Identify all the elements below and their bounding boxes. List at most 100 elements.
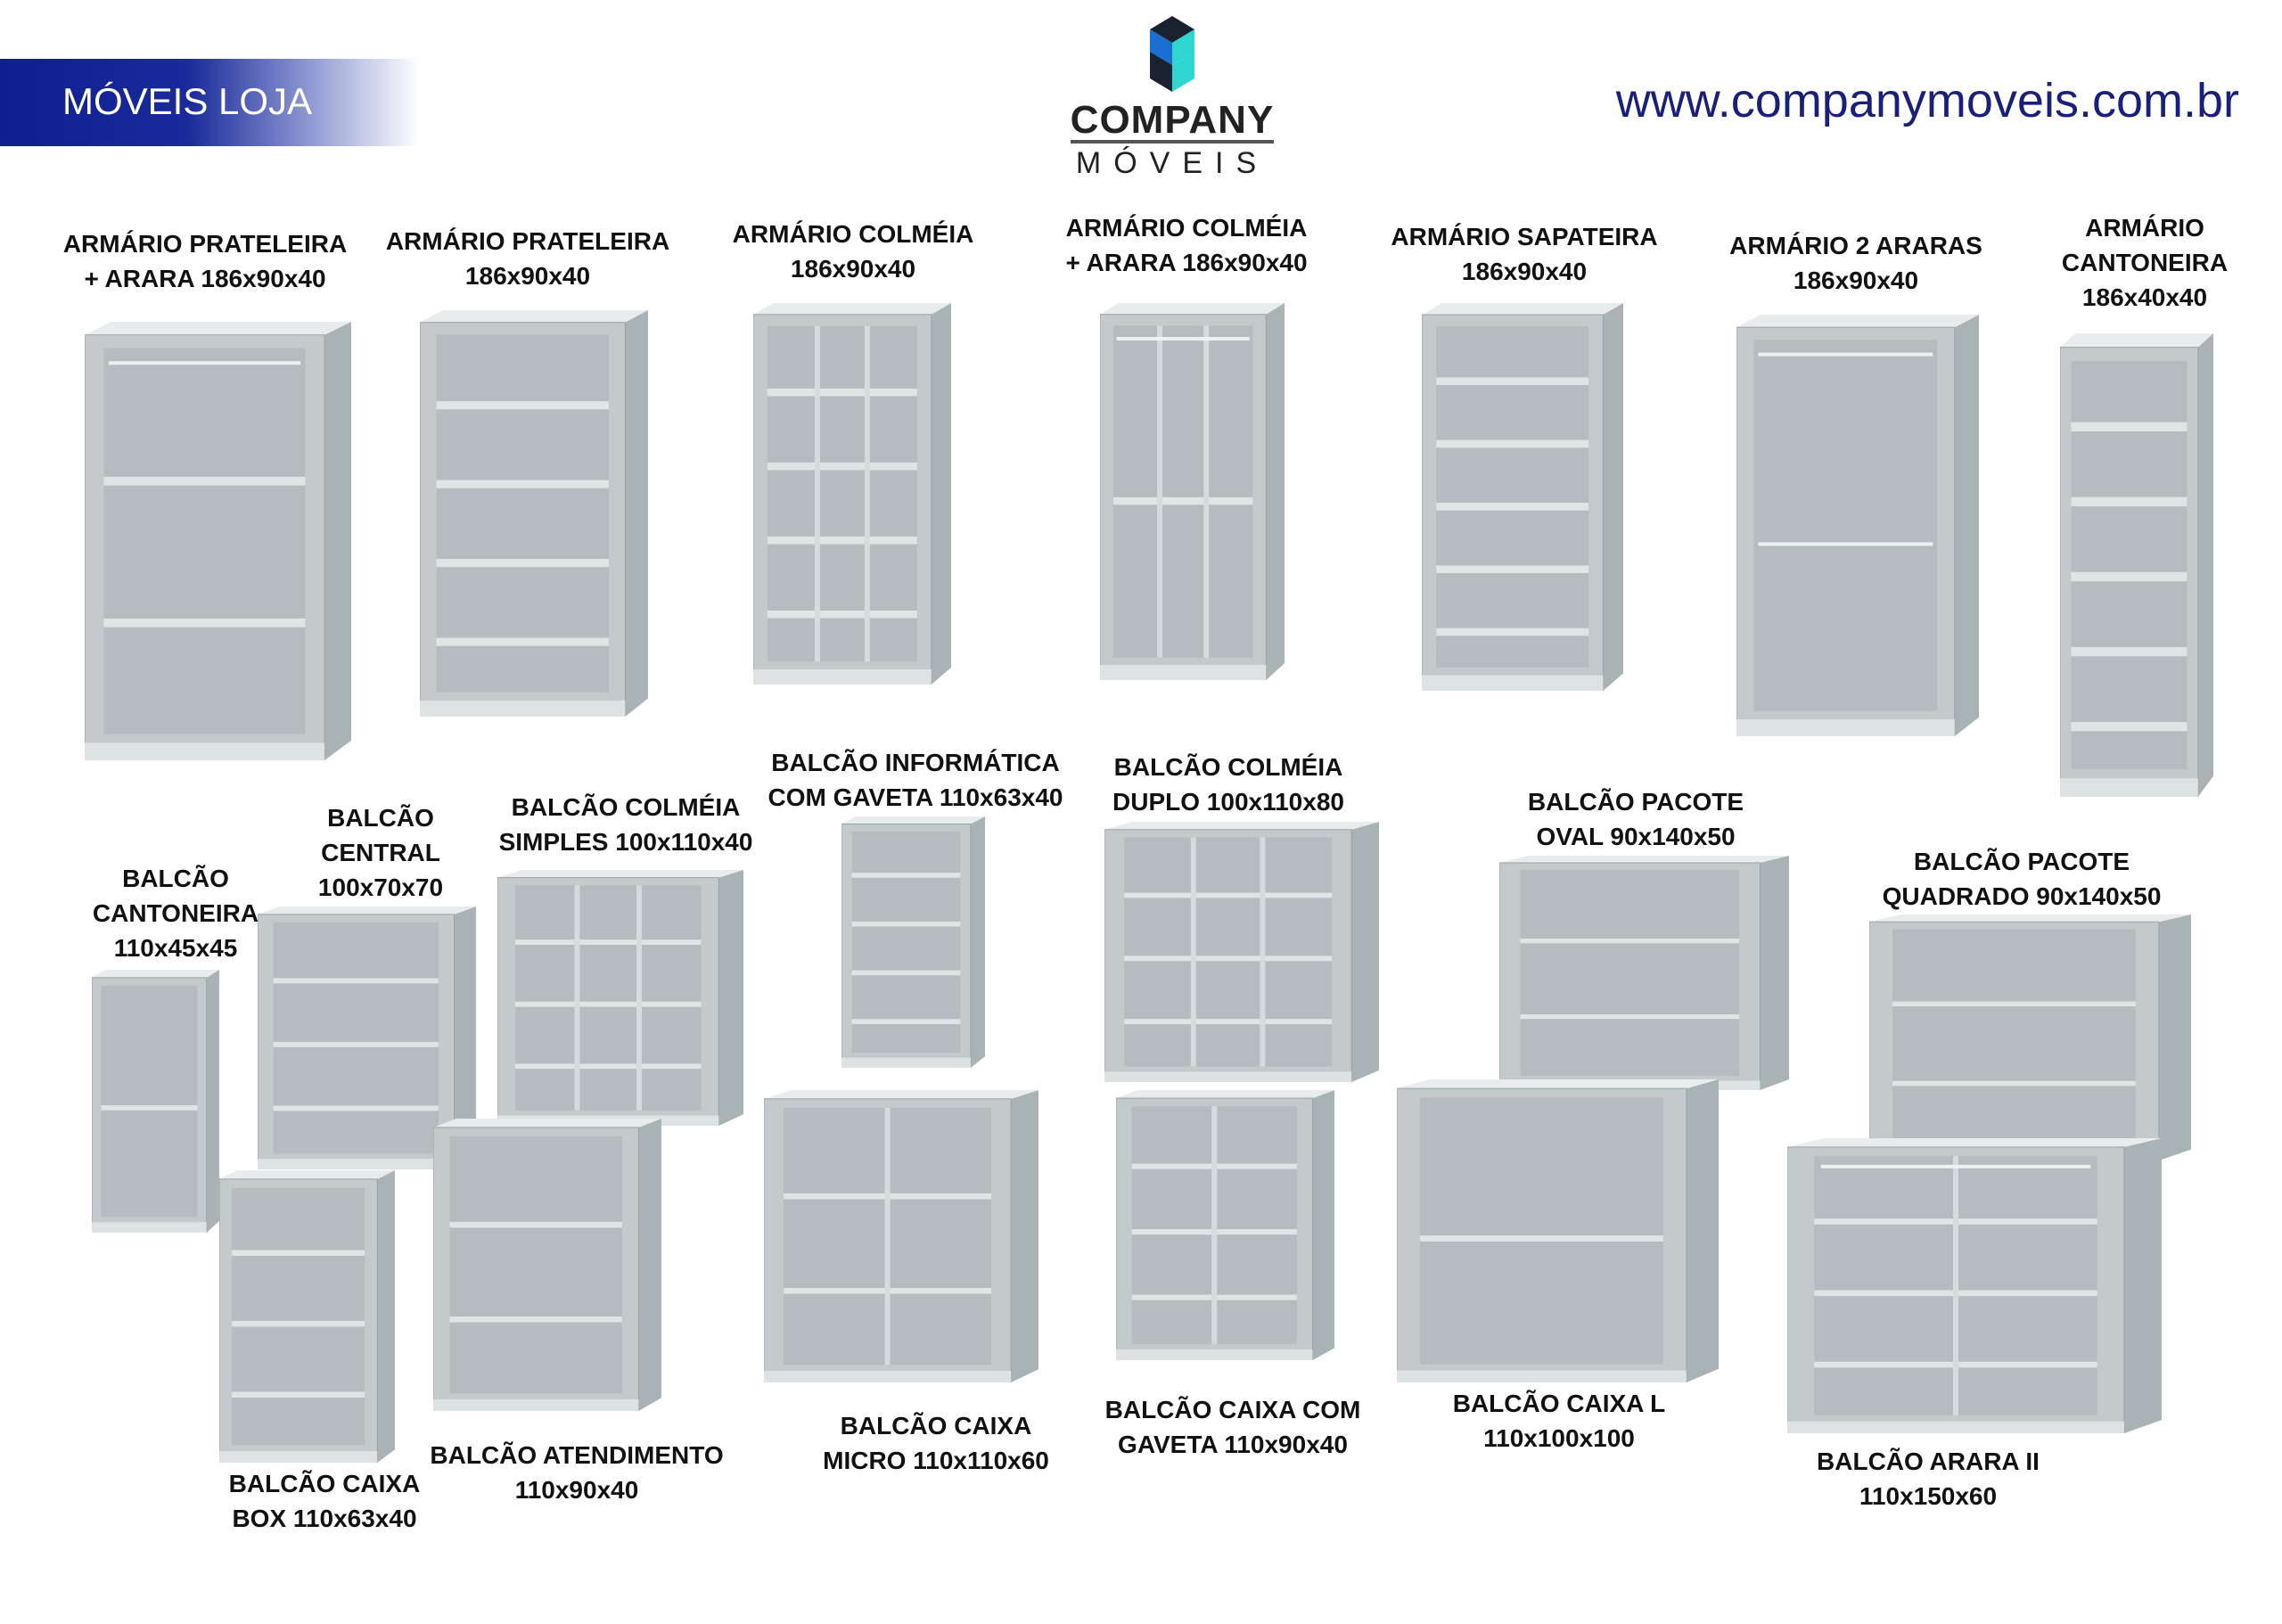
shelf xyxy=(514,1063,702,1070)
product-image xyxy=(753,303,951,685)
product-label-line: BALCÃO CAIXA COM xyxy=(1104,1396,1361,1423)
product-image xyxy=(497,870,743,1126)
product-label-line: ARMÁRIO SAPATEIRA xyxy=(1391,223,1658,250)
product-label-line: COM GAVETA 110x63x40 xyxy=(768,783,1063,811)
shelf xyxy=(1124,1019,1333,1025)
furniture-side xyxy=(1686,1079,1719,1382)
shelf xyxy=(851,921,961,927)
product-label-line: BALCÃO COLMÉIA xyxy=(511,793,741,821)
shelf xyxy=(1436,627,1589,636)
shelf xyxy=(767,610,917,619)
furniture-side xyxy=(1351,822,1379,1082)
shelf xyxy=(232,1250,365,1256)
product-label-line: BALCÃO PACOTE xyxy=(1527,788,1744,816)
product-label-line: 186x90x40 xyxy=(464,262,591,290)
product-image xyxy=(1499,856,1789,1090)
furniture-side xyxy=(718,870,743,1126)
shelf xyxy=(273,1041,439,1047)
shelf xyxy=(767,536,917,545)
product-label-line: CENTRAL xyxy=(321,839,440,866)
shelf xyxy=(1892,1001,2136,1007)
shelf xyxy=(101,1104,198,1111)
company-logo: COMPANY MÓVEIS xyxy=(1065,16,1279,180)
furniture-side xyxy=(625,310,648,717)
furniture-top xyxy=(433,1119,661,1128)
furniture-side xyxy=(454,906,476,1169)
furniture-top xyxy=(258,906,476,915)
furniture-top xyxy=(1397,1079,1719,1089)
furniture-top xyxy=(2060,333,2213,348)
shelf xyxy=(273,978,439,984)
furniture-top xyxy=(1116,1090,1334,1099)
product-label: BALCÃO PACOTE OVAL 90x140x50 xyxy=(1528,784,1744,854)
product-image xyxy=(1100,303,1285,680)
furniture-side xyxy=(2124,1138,2162,1433)
hanging-rail xyxy=(1758,542,1933,546)
furniture-side xyxy=(1760,856,1789,1090)
shelf xyxy=(2071,422,2188,432)
shelf xyxy=(103,476,306,486)
product-label-line: ARMÁRIO PRATELEIRA xyxy=(62,230,348,258)
product-label-line: MICRO 110x110x60 xyxy=(823,1447,1049,1474)
product-label-line: ARMÁRIO COLMÉIA xyxy=(732,220,974,248)
product-label: BALCÃO CENTRAL 100x70x70 xyxy=(318,800,443,905)
product-image xyxy=(219,1170,395,1463)
furniture-side xyxy=(1603,303,1623,691)
product-label-line: + ARARA 186x90x40 xyxy=(84,265,326,292)
furniture-top xyxy=(420,310,648,323)
section-title: MÓVEIS LOJA xyxy=(62,80,313,122)
divider xyxy=(1953,1155,1958,1416)
section-banner: MÓVEIS LOJA xyxy=(0,59,419,146)
furniture-side xyxy=(970,816,985,1068)
furniture-top xyxy=(1787,1138,2162,1147)
product-label-line: ARMÁRIO PRATELEIRA xyxy=(385,227,670,255)
shelf xyxy=(1124,956,1333,962)
furniture-side xyxy=(2197,333,2213,797)
product-label-line: 110x100x100 xyxy=(1483,1424,1635,1452)
shelf xyxy=(514,939,702,945)
shelf xyxy=(449,1316,622,1323)
product-label-line: BALCÃO xyxy=(327,804,434,832)
product-image xyxy=(92,970,219,1233)
product-image xyxy=(2060,333,2213,797)
furniture-top xyxy=(219,1170,395,1179)
hanging-rail xyxy=(1758,352,1933,357)
shelf xyxy=(449,1221,622,1228)
furniture-side xyxy=(324,322,351,760)
product-label-line: BALCÃO ARARA II xyxy=(1817,1448,2040,1475)
shelf xyxy=(1419,1235,1663,1242)
shelf xyxy=(232,1391,365,1398)
furniture-top xyxy=(1736,315,1979,328)
furniture-top xyxy=(1100,303,1285,315)
furniture-top xyxy=(1104,822,1379,830)
product-label-line: SIMPLES 100x110x40 xyxy=(498,828,753,856)
furniture-side xyxy=(206,970,219,1233)
product-image xyxy=(841,816,985,1068)
divider xyxy=(1211,1106,1218,1344)
product-label: ARMÁRIO PRATELEIRA 186x90x40 xyxy=(386,224,669,293)
divider xyxy=(1157,325,1163,658)
shelf xyxy=(1436,565,1589,574)
divider xyxy=(864,325,870,662)
shelf xyxy=(273,1105,439,1111)
product-label-line: 100x70x70 xyxy=(317,874,444,901)
hanging-rail xyxy=(1820,1164,2091,1169)
furniture-top xyxy=(1422,303,1623,316)
website-link[interactable]: www.companymoveis.com.br xyxy=(1615,74,2239,127)
product-label-line: CANTONEIRA xyxy=(92,899,259,927)
product-label-line: 186x40x40 xyxy=(2081,283,2208,311)
product-image xyxy=(1736,315,1979,736)
shelf xyxy=(1520,1014,1740,1020)
furniture-top xyxy=(753,303,951,315)
product-label-line: OVAL 90x140x50 xyxy=(1536,823,1736,850)
furniture-top xyxy=(92,970,219,978)
furniture-top xyxy=(764,1090,1038,1099)
product-label-line: QUADRADO 90x140x50 xyxy=(1882,882,2162,910)
